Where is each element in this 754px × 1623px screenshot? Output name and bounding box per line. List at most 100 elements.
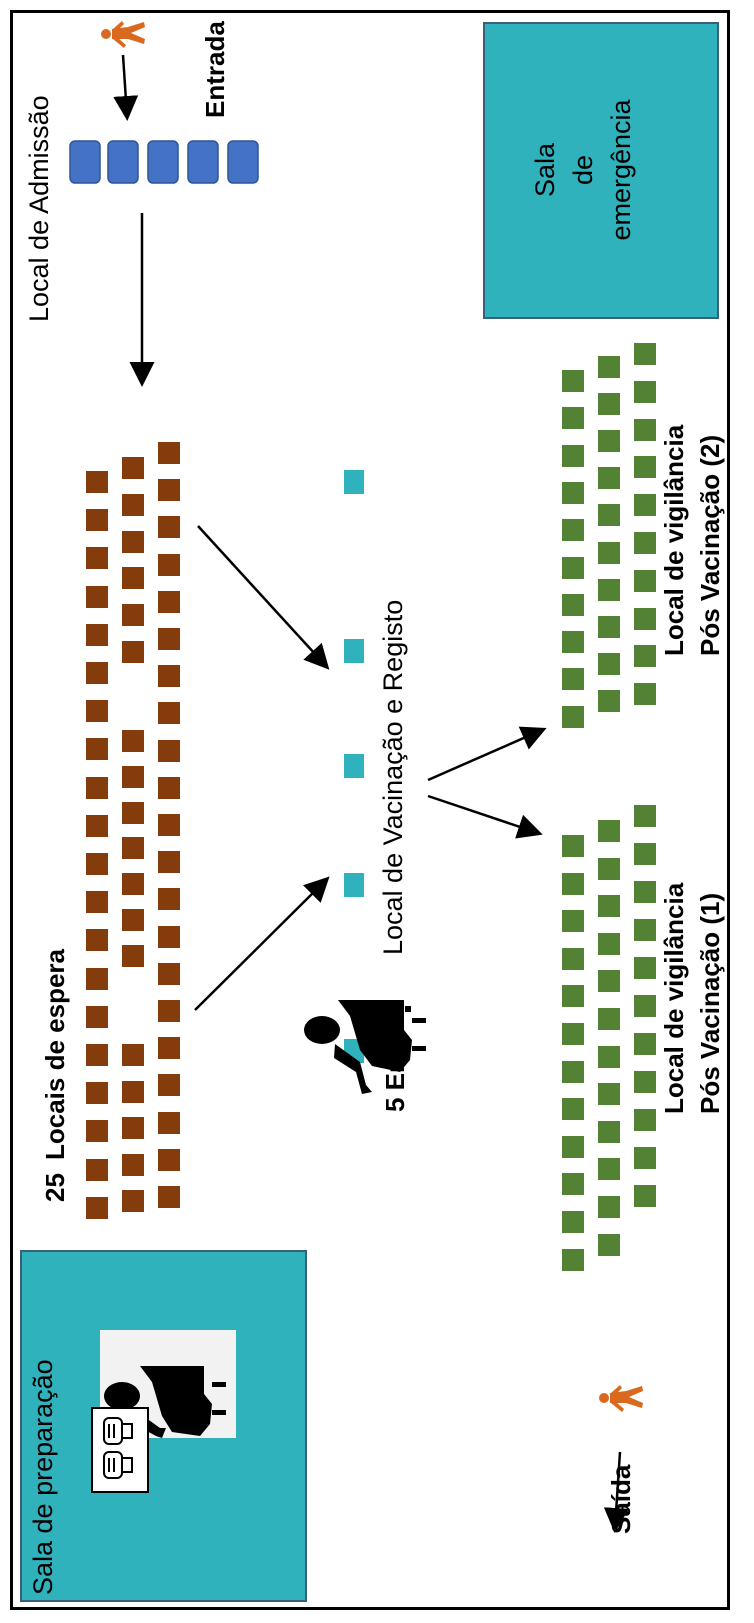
emergency-room-line-2: de (568, 154, 598, 186)
surveillance-seat (598, 1196, 620, 1218)
surveillance-seat (598, 933, 620, 955)
waiting-seat (158, 591, 180, 613)
waiting-seat (86, 662, 108, 684)
surveillance-seat (634, 1071, 656, 1093)
waiting-seat (122, 730, 144, 752)
emergency-room-label: Sala de emergência (526, 70, 640, 270)
waiting-area-label: Locais de espera (40, 949, 70, 1160)
waiting-seat (122, 909, 144, 931)
surveillance-seat (562, 1023, 584, 1045)
surveillance-seat (562, 1061, 584, 1083)
nurses-label: 5 Enf. (380, 1041, 410, 1112)
waiting-seat (158, 777, 180, 799)
admission-seat (147, 140, 179, 184)
surveillance-seat (634, 1109, 656, 1131)
waiting-seat (86, 777, 108, 799)
surveillance-seat (634, 343, 656, 365)
surveillance-seat (562, 873, 584, 895)
surveillance-seat (598, 430, 620, 452)
waiting-seat (86, 700, 108, 722)
surveillance-2-line-2: Pós Vacinação (2) (695, 434, 725, 656)
surveillance-seat (634, 419, 656, 441)
surveillance-seat (598, 653, 620, 675)
waiting-seat (122, 641, 144, 663)
surveillance-seat (634, 532, 656, 554)
waiting-seat (86, 509, 108, 531)
waiting-seat (86, 586, 108, 608)
waiting-seat (122, 945, 144, 967)
emergency-room-line-1: Sala (530, 142, 560, 198)
surveillance-seat (562, 835, 584, 857)
waiting-seat (86, 891, 108, 913)
waiting-seat (86, 968, 108, 990)
waiting-seat (158, 1112, 180, 1134)
surveillance-seat (598, 820, 620, 842)
waiting-seat (86, 547, 108, 569)
vaccine-vial-icon (91, 1407, 149, 1493)
waiting-seat (122, 531, 144, 553)
surveillance-seat (634, 919, 656, 941)
surveillance-seat (598, 504, 620, 526)
waiting-seat (122, 1044, 144, 1066)
surveillance-seat (634, 570, 656, 592)
nurse-icon (304, 1000, 426, 1094)
surveillance-1-label: Local de vigilância Pós Vacinação (1) (656, 883, 728, 1114)
surveillance-seat (634, 1147, 656, 1169)
waiting-seat (158, 628, 180, 650)
surveillance-seat (598, 895, 620, 917)
waiting-seat (122, 837, 144, 859)
waiting-seat (86, 624, 108, 646)
waiting-seat (86, 738, 108, 760)
surveillance-seat (598, 1008, 620, 1030)
surveillance-seat (562, 1136, 584, 1158)
waiting-seat (122, 604, 144, 626)
surveillance-seat (634, 494, 656, 516)
surveillance-seat (562, 706, 584, 728)
waiting-seat (86, 853, 108, 875)
waiting-seat (158, 814, 180, 836)
admission-seat (107, 140, 139, 184)
waiting-seat (122, 1190, 144, 1212)
preparation-room-label: Sala de preparação (28, 1359, 58, 1595)
waiting-seat (158, 1000, 180, 1022)
waiting-seat (158, 554, 180, 576)
vaccination-seat (344, 873, 364, 897)
surveillance-seat (562, 407, 584, 429)
waiting-seat (158, 740, 180, 762)
surveillance-seat (598, 690, 620, 712)
surveillance-seat (598, 970, 620, 992)
surveillance-seat (562, 557, 584, 579)
exit-label: Saída (606, 1464, 636, 1534)
surveillance-seat (634, 957, 656, 979)
preparation-room (20, 1250, 307, 1602)
surveillance-seat (634, 381, 656, 403)
entrance-label: Entrada (200, 21, 230, 118)
waiting-seat (158, 1186, 180, 1208)
surveillance-seat (562, 1211, 584, 1233)
surveillance-seat (598, 616, 620, 638)
surveillance-1-line-1: Local de vigilância (659, 882, 689, 1114)
waiting-seat (122, 873, 144, 895)
surveillance-seat (598, 356, 620, 378)
vaccination-area-label: Local de Vacinação e Registo (378, 599, 408, 955)
nurse-icon (104, 1366, 226, 1438)
surveillance-1-line-2: Pós Vacinação (1) (695, 892, 725, 1114)
waiting-seat (158, 963, 180, 985)
surveillance-seat (598, 1083, 620, 1105)
surveillance-seat (598, 858, 620, 880)
waiting-seat (86, 1044, 108, 1066)
waiting-seat (158, 516, 180, 538)
surveillance-seat (634, 683, 656, 705)
waiting-seat (158, 665, 180, 687)
waiting-seat (158, 926, 180, 948)
waiting-seat (122, 1154, 144, 1176)
waiting-seat (158, 1074, 180, 1096)
surveillance-2-label: Local de vigilância Pós Vacinação (2) (656, 425, 728, 656)
walking-person-icon (599, 1385, 643, 1412)
surveillance-seat (562, 482, 584, 504)
waiting-seat (158, 851, 180, 873)
surveillance-seat (598, 393, 620, 415)
waiting-seat (122, 766, 144, 788)
